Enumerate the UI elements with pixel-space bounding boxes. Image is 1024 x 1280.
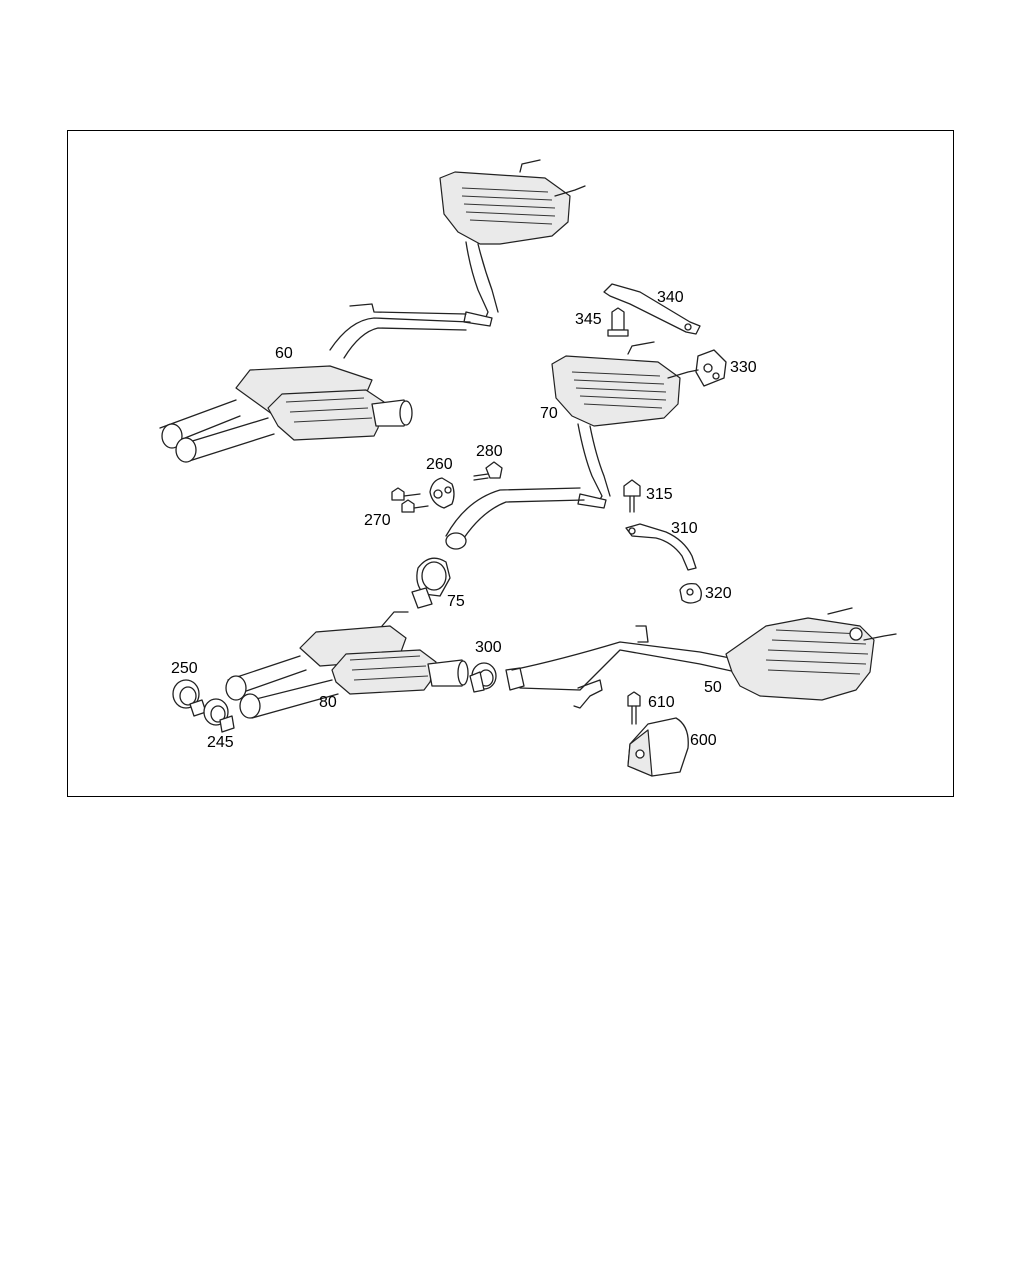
part-260-mount-ring (429, 477, 455, 509)
label-260: 260 (426, 456, 453, 473)
part-80-front-muffler (225, 611, 469, 719)
label-280: 280 (476, 443, 503, 460)
part-345-bolt (607, 307, 629, 337)
label-245: 245 (207, 734, 234, 751)
part-600-rubber-mount (627, 717, 689, 777)
part-number-labels: 60 340 345 330 70 280 260 315 270 310 75… (171, 289, 757, 751)
part-50-rear-section (505, 607, 897, 709)
part-340-bracket (603, 283, 701, 335)
label-270: 270 (364, 512, 391, 529)
label-70: 70 (540, 405, 558, 422)
part-250-clamp (172, 679, 207, 717)
label-250: 250 (171, 660, 198, 677)
part-245-clamp (203, 698, 235, 733)
label-315: 315 (646, 486, 673, 503)
label-340: 340 (657, 289, 684, 306)
label-345: 345 (575, 311, 602, 328)
part-70-rear-muffler (445, 341, 699, 550)
label-320: 320 (705, 585, 732, 602)
diagram-frame (67, 130, 954, 797)
label-610: 610 (648, 694, 675, 711)
label-50: 50 (704, 679, 722, 696)
label-75: 75 (447, 593, 465, 610)
part-315-bolt (623, 479, 641, 513)
label-330: 330 (730, 359, 757, 376)
part-280-stud (473, 461, 503, 481)
label-300: 300 (475, 639, 502, 656)
part-310-bracket (625, 523, 697, 571)
label-310: 310 (671, 520, 698, 537)
part-270-bolts (391, 487, 429, 513)
label-60: 60 (275, 345, 293, 362)
label-600: 600 (690, 732, 717, 749)
part-330-hanger (695, 349, 727, 387)
label-80: 80 (319, 694, 337, 711)
part-610-bolt (627, 691, 641, 725)
part-60-exhaust-assembly (159, 159, 586, 463)
part-320-nut (679, 582, 702, 604)
part-300-clamp (469, 662, 497, 693)
part-75-clamp (411, 557, 451, 609)
